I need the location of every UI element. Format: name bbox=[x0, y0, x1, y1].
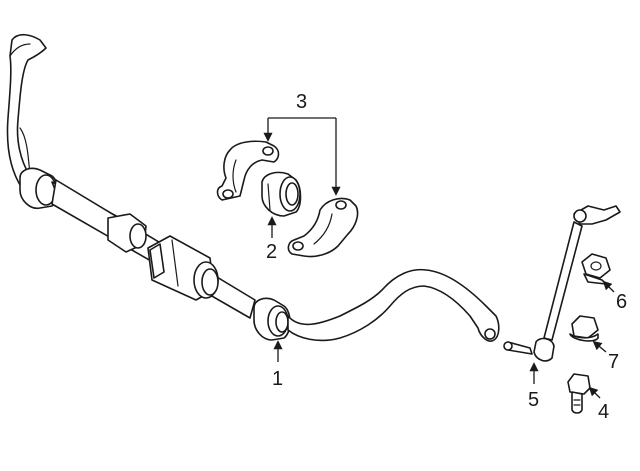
callout-7: 7 bbox=[592, 340, 619, 373]
callout-label-6: 6 bbox=[616, 291, 627, 313]
bushing-bracket-upper bbox=[216, 140, 280, 201]
actuator-housing bbox=[147, 235, 219, 301]
callout-4: 4 bbox=[588, 386, 609, 423]
callout-label-5: 5 bbox=[528, 389, 539, 411]
callout-label-3: 3 bbox=[296, 91, 307, 113]
callout-5: 5 bbox=[528, 362, 539, 411]
bushing bbox=[261, 171, 302, 217]
callout-2: 2 bbox=[266, 216, 277, 263]
bushing-bracket-lower bbox=[287, 197, 359, 258]
callout-3: 3 bbox=[263, 91, 341, 196]
callout-label-2: 2 bbox=[266, 241, 277, 263]
stabilizer-link bbox=[503, 205, 621, 362]
callout-label-4: 4 bbox=[598, 401, 609, 423]
right-bushing bbox=[253, 297, 291, 341]
bolt bbox=[567, 373, 591, 414]
callout-label-7: 7 bbox=[608, 351, 619, 373]
callout-6: 6 bbox=[602, 280, 627, 313]
stabilizer-bar bbox=[6, 33, 500, 342]
flange-nut-6 bbox=[581, 253, 611, 285]
flange-nut-7 bbox=[569, 315, 599, 342]
callout-label-1: 1 bbox=[272, 368, 283, 390]
callout-1: 1 bbox=[272, 340, 283, 390]
center-clamp bbox=[107, 213, 147, 253]
